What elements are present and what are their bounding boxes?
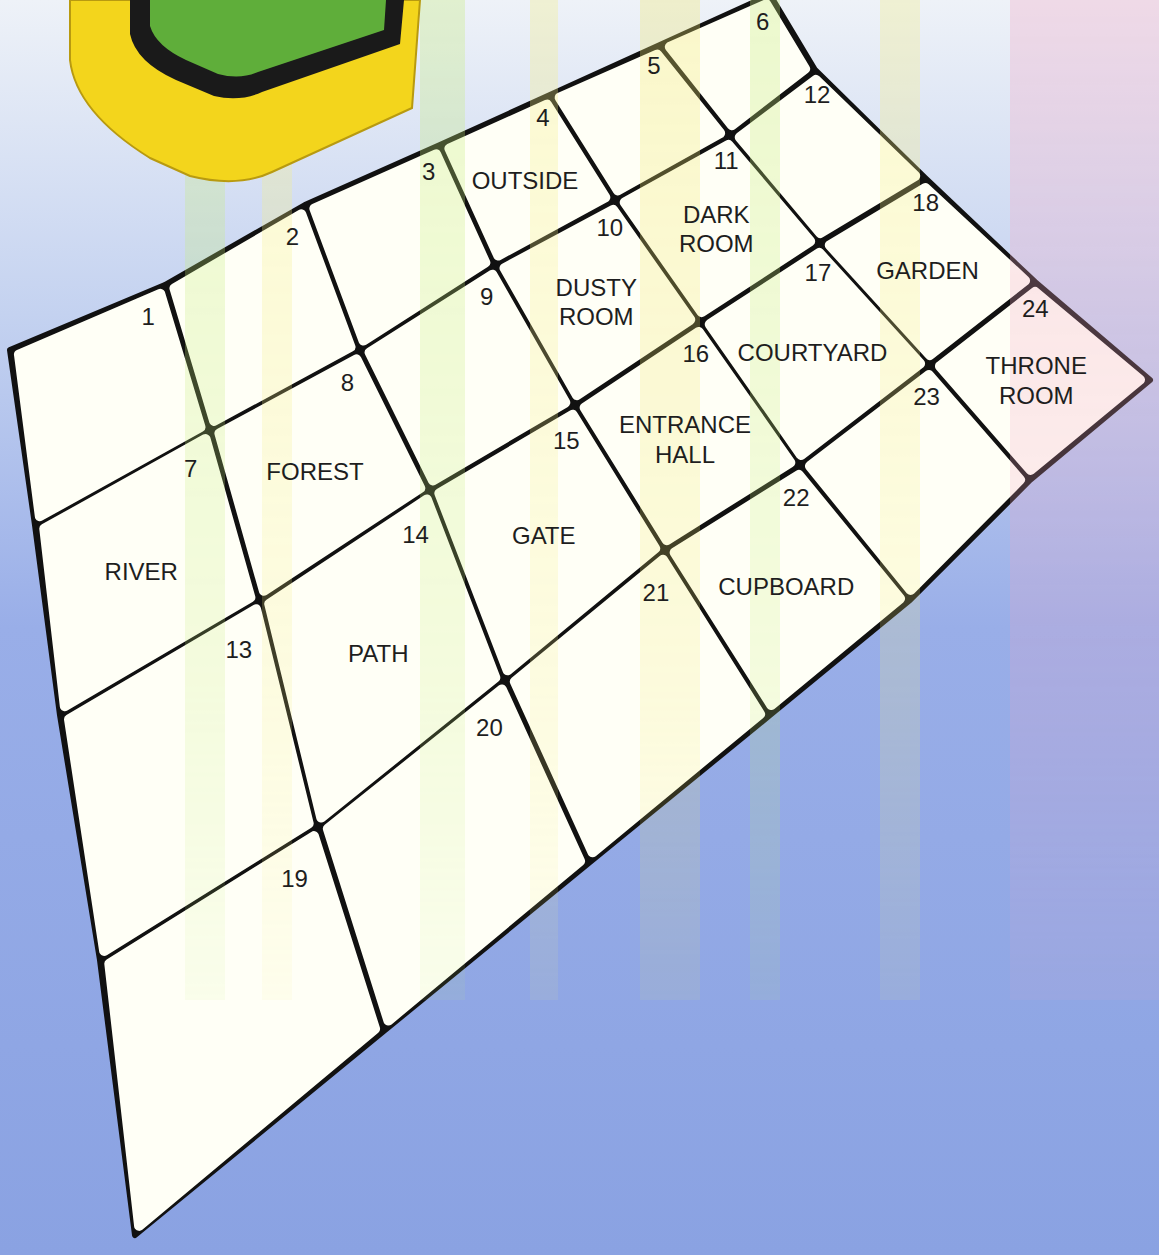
room-name: FOREST (266, 457, 363, 486)
room-name: GATE (512, 521, 576, 550)
stripe (880, 0, 920, 1000)
stripe (185, 0, 225, 1000)
room-number: 5 (647, 51, 660, 80)
map-cell-area: 22CUPBOARD (665, 465, 910, 715)
map-cell (940, 292, 1140, 470)
stripe (420, 0, 465, 1000)
room-number: 6 (756, 7, 769, 36)
room-number: 20 (476, 713, 503, 742)
stripe (530, 0, 558, 1000)
room-name: DARK ROOM (646, 200, 786, 259)
room-number: 2 (286, 222, 299, 251)
map-cell-area: 8FOREST (210, 350, 430, 600)
room-number: 14 (402, 520, 429, 549)
map-cell-area: 1 (10, 285, 210, 525)
room-number: 12 (804, 80, 831, 109)
map-cell-area: 11DARK ROOM (615, 135, 820, 322)
map-cell-area: 23 (800, 365, 1030, 600)
room-number: 3 (422, 157, 435, 186)
stripe (1010, 0, 1159, 1000)
room-name: PATH (348, 639, 408, 668)
room-number: 23 (913, 382, 940, 411)
monitor-screen (150, 0, 386, 77)
room-name: ENTRANCE HALL (615, 410, 755, 469)
map-cell-area: 20 (318, 680, 590, 1030)
map-cell-area: 24THRONE ROOM (930, 282, 1150, 480)
room-number: 15 (553, 426, 580, 455)
room-number: 4 (536, 103, 549, 132)
map-cell-area: 15GATE (430, 405, 665, 680)
room-name: CUPBOARD (718, 572, 854, 601)
map-cell-area: 13 (60, 600, 318, 960)
map-cell-area: 5 (550, 45, 730, 200)
stripe-group (185, 0, 1159, 1000)
map-cell-area: 2 (165, 205, 360, 430)
room-number: 24 (1022, 294, 1049, 323)
room-name: DUSTY ROOM (526, 273, 666, 332)
monitor-frame (70, 0, 420, 181)
map-cell-area: 9 (360, 265, 575, 490)
monitor-bezel (130, 0, 404, 98)
room-name: OUTSIDE (472, 166, 579, 195)
room-number: 8 (341, 368, 354, 397)
map-cell-area: 4OUTSIDE (440, 95, 615, 265)
room-name: GARDEN (876, 256, 979, 285)
map-cell-area: 12 (730, 70, 925, 243)
room-number: 16 (682, 339, 709, 368)
stripe (262, 0, 292, 1000)
monitor-base (70, 0, 420, 181)
map-cell-area: 6 (660, 0, 815, 135)
map-cell-area: 19 (100, 827, 385, 1235)
map-cell-area: 18GARDEN (820, 178, 1035, 365)
room-name: RIVER (105, 557, 178, 586)
room-number: 11 (714, 146, 739, 175)
map-cell-area: 3 (305, 145, 495, 350)
room-number: 19 (281, 864, 308, 893)
grid-border (10, 0, 1150, 1235)
room-number: 22 (783, 483, 810, 512)
room-number: 1 (142, 302, 155, 331)
room-number: 10 (596, 213, 623, 242)
map-cell (109, 836, 375, 1226)
room-number: 13 (226, 635, 253, 664)
room-number: 21 (643, 578, 670, 607)
map-cell-area: 7RIVER (35, 430, 260, 715)
map-cell-area: 14PATH (260, 490, 505, 827)
room-number: 18 (912, 188, 939, 217)
room-number: 9 (480, 282, 493, 311)
stripe (640, 0, 700, 1000)
room-number: 7 (184, 454, 197, 483)
stripe (750, 0, 780, 1000)
room-name: THRONE ROOM (966, 351, 1106, 410)
room-number: 17 (805, 258, 832, 287)
room-name: COURTYARD (738, 338, 888, 367)
map-cell-area: 10DUSTY ROOM (495, 200, 700, 405)
